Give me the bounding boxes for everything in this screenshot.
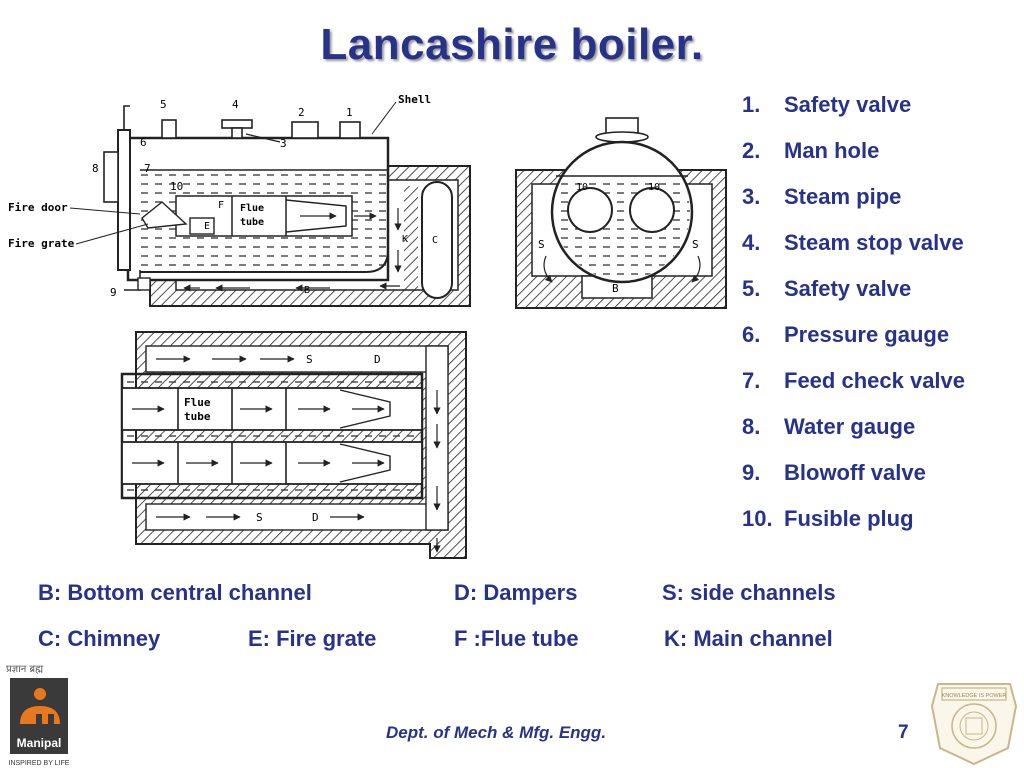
label-7: 7 (144, 162, 151, 175)
label-d-bottom: D (312, 511, 319, 524)
label-s-right: S (692, 238, 699, 251)
parts-list-item: 2.Man hole (742, 138, 880, 163)
label-fire-grate: Fire grate (8, 237, 75, 250)
label-3: 3 (280, 137, 287, 150)
page-number: 7 (898, 722, 909, 743)
label-1: 1 (346, 106, 353, 119)
label-6: 6 (140, 136, 147, 149)
label-flue: Flue (240, 203, 264, 214)
label-8: 8 (92, 162, 99, 175)
parts-list-item: 7.Feed check valve (742, 368, 966, 393)
logo-script-text: प्रज्ञान ब्रह्म (6, 664, 44, 675)
label-shell: Shell (398, 93, 431, 106)
label-9: 9 (110, 286, 117, 299)
parts-list-item: 6.Pressure gauge (742, 322, 950, 347)
label-c: C (432, 235, 438, 246)
legend-f: F :Flue tube (454, 626, 579, 651)
label-s-bottom: S (256, 511, 263, 524)
seal-motto: KNOWLEDGE IS POWER (942, 693, 1007, 699)
institute-seal: KNOWLEDGE IS POWER (930, 683, 1018, 766)
parts-list-item: 10.Fusible plug (742, 506, 914, 531)
logo-tagline: INSPIRED BY LIFE (9, 760, 70, 767)
label-f: F (218, 200, 224, 211)
parts-list-item: 1.Safety valve (742, 92, 912, 117)
parts-list-item: 3.Steam pipe (742, 184, 902, 209)
label-10: 10 (170, 180, 183, 193)
manipal-logo: प्रज्ञान ब्रह्म Manipal INSPIRED BY LIFE (6, 664, 70, 767)
label-flue-plan: Flue (184, 396, 211, 409)
label-tube: tube (240, 217, 264, 228)
side-elevation-view (69, 101, 471, 307)
legend-b: B: Bottom central channel (38, 580, 312, 605)
parts-list-item: 4.Steam stop valve (742, 230, 964, 255)
label-b-section: B (612, 282, 619, 295)
label-k: K (402, 234, 408, 245)
label-10-right: 10 (648, 182, 660, 193)
logo-name: Manipal (17, 736, 62, 750)
lancashire-boiler-diagram: 5 4 2 1 Shell 6 3 7 8 10 F Flue tube E F… (8, 93, 727, 559)
plan-view (120, 331, 467, 559)
label-tube-plan: tube (184, 410, 211, 423)
label-b-side: B (304, 285, 310, 296)
legend-s: S: side channels (662, 580, 836, 605)
legend-d: D: Dampers (454, 580, 578, 605)
label-s-left: S (538, 238, 545, 251)
label-s-top: S (306, 353, 313, 366)
slide-title: Lancashire boiler. (320, 20, 704, 69)
parts-list-item: 8.Water gauge (742, 414, 916, 439)
footer-department: Dept. of Mech & Mfg. Engg. (386, 723, 607, 742)
parts-list-item: 9.Blowoff valve (742, 460, 926, 485)
legend-k: K: Main channel (664, 626, 833, 651)
legend-c: C: Chimney (38, 626, 161, 651)
cross-section-view (515, 117, 727, 309)
label-d-top: D (374, 353, 381, 366)
label-e: E (204, 221, 210, 232)
label-2: 2 (298, 106, 305, 119)
parts-list: 1.Safety valve 2.Man hole 3.Steam pipe 4… (742, 92, 965, 552)
label-5: 5 (160, 98, 167, 111)
label-10-left: 10 (576, 182, 588, 193)
parts-list-item: 5.Safety valve (742, 276, 912, 301)
label-fire-door: Fire door (8, 201, 68, 214)
label-4: 4 (232, 98, 239, 111)
legend-e: E: Fire grate (248, 626, 377, 651)
